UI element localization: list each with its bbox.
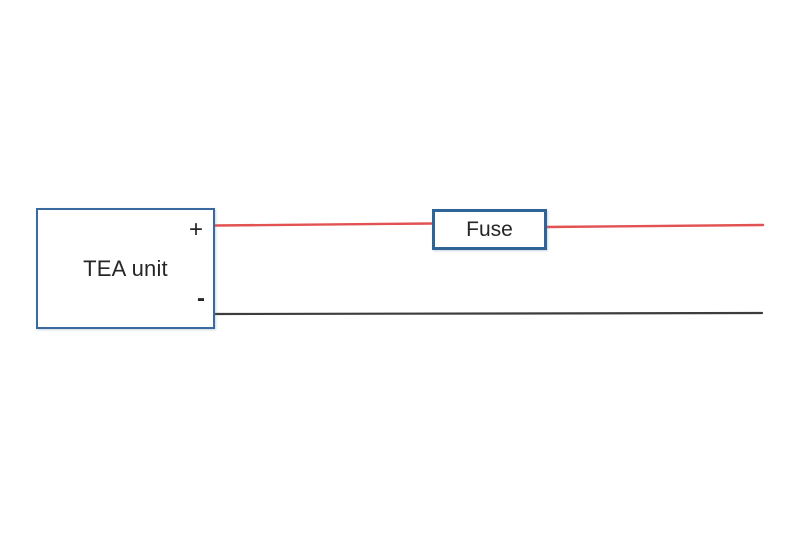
tea-unit-box: TEA unit + -	[36, 208, 215, 329]
negative-wire	[213, 311, 764, 316]
positive-terminal-label: +	[188, 216, 203, 243]
positive-wire-left-segment	[213, 222, 435, 227]
positive-wire-right-segment	[543, 223, 765, 229]
negative-terminal-label: -	[197, 285, 205, 312]
fuse-box: Fuse	[432, 209, 547, 250]
fuse-label: Fuse	[466, 217, 513, 241]
tea-unit-label: TEA unit	[83, 255, 168, 281]
